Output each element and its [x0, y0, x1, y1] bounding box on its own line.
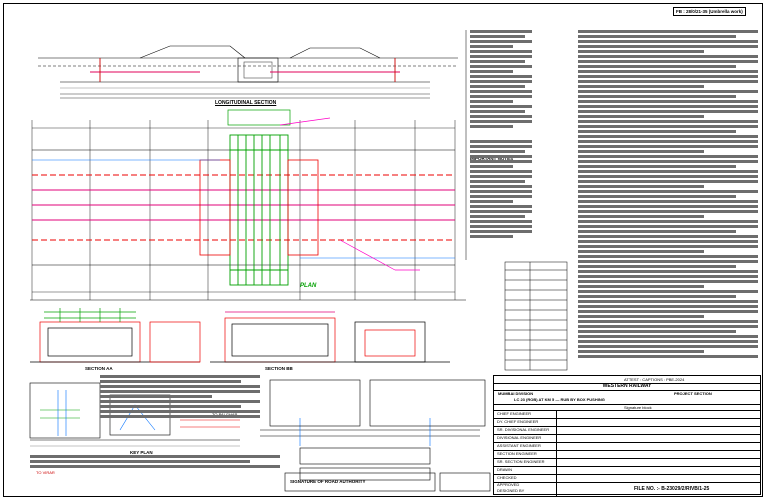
role-2: SR. DIVISIONAL ENGINEER [497, 427, 550, 432]
to-virar-label: TO VIRAR [36, 470, 55, 475]
org-right: PROJECT SECTION [674, 391, 712, 396]
role-6: SR. SECTION ENGINEER [497, 459, 545, 464]
longitudinal-section [38, 45, 458, 99]
schedule-table [504, 261, 568, 371]
road-layout [260, 418, 480, 481]
notes-column-right [578, 30, 758, 370]
railway-name: WESTERN RAILWAY [602, 383, 652, 389]
role-3: DIVISIONAL ENGINEER [497, 435, 542, 440]
role-0: CHIEF ENGINEER [497, 411, 532, 416]
role-4: ASSISTANT ENGINEER [497, 443, 541, 448]
role-5: SECTION ENGINEER [497, 451, 537, 456]
notes-bottom-left [100, 375, 260, 423]
section-aa-label: SECTION AA [85, 366, 113, 371]
file-number: FILE NO. :- B-23029/2/RIVB/1-25 [634, 486, 710, 492]
role-10: DESIGNED BY [497, 488, 525, 493]
signature-label: Signature block [624, 405, 652, 410]
plan-view [31, 109, 456, 300]
plan-label: PLAN [300, 283, 317, 289]
reference-box: FB : 28/0/21-35 (Umbrella work) [673, 7, 746, 16]
notes-column-middle [470, 30, 532, 258]
important-notes-heading: IMPORTANT NOTES [470, 156, 514, 161]
longitudinal-section-label: LONGITUDINAL SECTION [215, 100, 277, 106]
role-7: DRAWN [497, 467, 512, 472]
signature-boxes [269, 379, 491, 492]
org-left: MUMBAI DIVISION [498, 391, 534, 396]
section-aa [30, 308, 201, 363]
to-palghar-label: TO PALGHAR [212, 412, 237, 417]
title-block: ATTEST : CAPTIONS : PBE-2024 WESTERN RAI… [493, 375, 761, 496]
notes-bottom-text [30, 455, 280, 475]
section-bb-label: SECTION BB [265, 366, 293, 371]
key-plan-label: KEY PLAN [130, 450, 153, 455]
approval-line: ATTEST : CAPTIONS : PBE-2024 [624, 377, 685, 382]
role-1: DY. CHIEF ENGINEER [497, 419, 539, 424]
section-bb [210, 311, 450, 363]
signature-road-authority: SIGNATURE OF ROAD AUTHORITY [290, 479, 366, 484]
drawing-sheet [3, 3, 763, 497]
role-8: CHECKED [497, 475, 517, 480]
role-9: APPROVED [497, 482, 520, 487]
project-title: LC 23 (ROB) AT KM 5 — RUB BY BOX PUSHING [514, 397, 605, 402]
